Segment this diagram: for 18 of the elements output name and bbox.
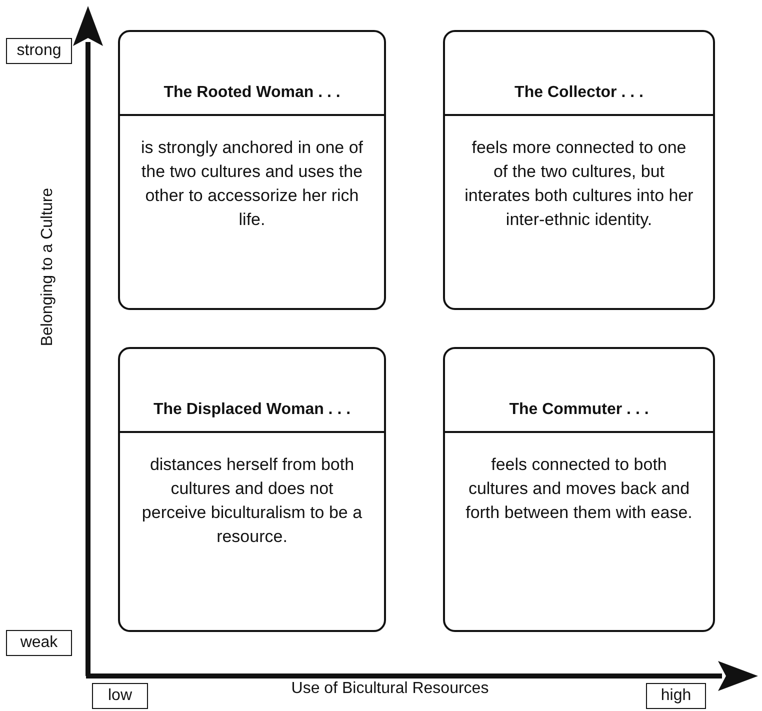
quadrant-description: distances herself from both cultures and does not perceive biculturalism to be a resource. — [140, 454, 364, 548]
quadrant-card — [443, 30, 715, 310]
quadrant-heading: The Rooted Woman . . . — [164, 84, 340, 102]
axis-title: Belonging to a Culture — [39, 186, 57, 348]
quadrant-card — [118, 30, 386, 310]
scale-label: strong — [6, 38, 72, 64]
quadrant-description: is strongly anchored in one of the two cultures and uses the other to accessorize her rich life. — [140, 137, 364, 231]
scale-label: weak — [6, 630, 72, 656]
scale-label: high — [646, 683, 706, 709]
quadrant-heading: The Displaced Woman . . . — [153, 401, 351, 419]
quadrant-description: feels connected to both cultures and moves back and forth between them with ease. — [464, 454, 694, 524]
quadrant-card — [443, 347, 715, 632]
scale-label: low — [92, 683, 148, 709]
axis-title: Use of Bicultural Resources — [290, 680, 490, 698]
quadrant-heading: The Commuter . . . — [509, 401, 649, 419]
quadrant-description: feels more connected to one of the two cultures, but interates both cultures into her inter-ethnic identity. — [464, 137, 694, 231]
quadrant-heading: The Collector . . . — [514, 84, 644, 102]
quadrant-card — [118, 347, 386, 632]
